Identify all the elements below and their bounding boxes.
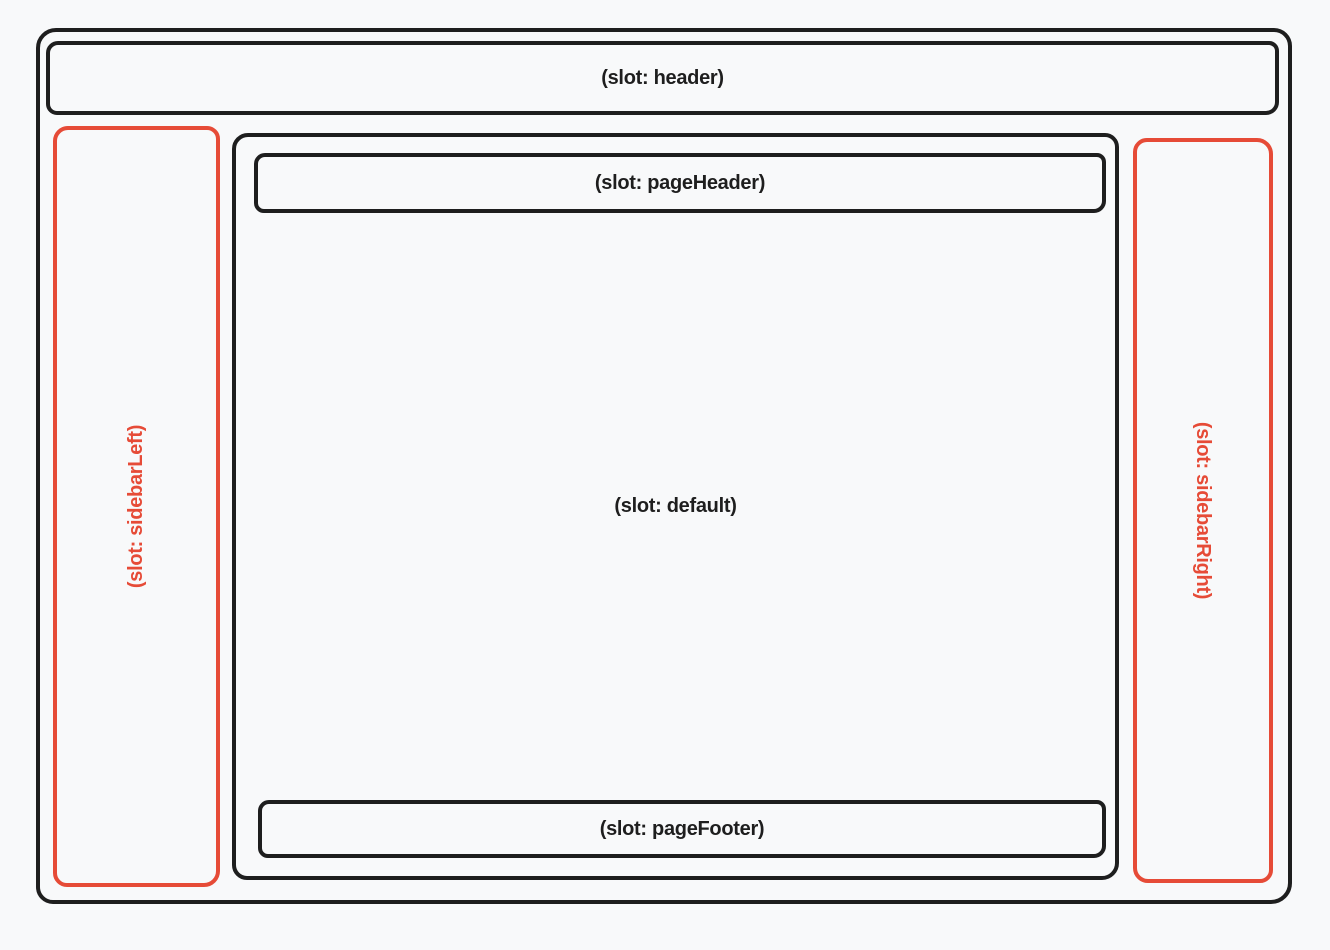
sidebar-left-slot-box: (slot: sidebarLeft) — [53, 126, 220, 887]
sidebar-right-slot-box: (slot: sidebarRight) — [1133, 138, 1273, 883]
app-frame-box — [36, 28, 1292, 904]
header-slot-box: (slot: header) — [46, 41, 1279, 115]
default-slot-label: (slot: default) — [614, 495, 737, 517]
page-header-slot-label: (slot: pageHeader) — [594, 171, 766, 194]
sidebar-left-slot-label: (slot: sidebarLeft) — [125, 424, 148, 589]
default-slot-area: (slot: default) — [236, 215, 1115, 798]
page-footer-slot-box: (slot: pageFooter) — [258, 800, 1106, 858]
page-header-slot-box: (slot: pageHeader) — [254, 153, 1106, 213]
page-container-box: (slot: pageHeader) (slot: default) (slot… — [232, 133, 1119, 880]
page-footer-slot-label: (slot: pageFooter) — [599, 817, 765, 840]
sidebar-right-slot-label: (slot: sidebarRight) — [1192, 421, 1215, 600]
header-slot-label: (slot: header) — [601, 66, 724, 89]
